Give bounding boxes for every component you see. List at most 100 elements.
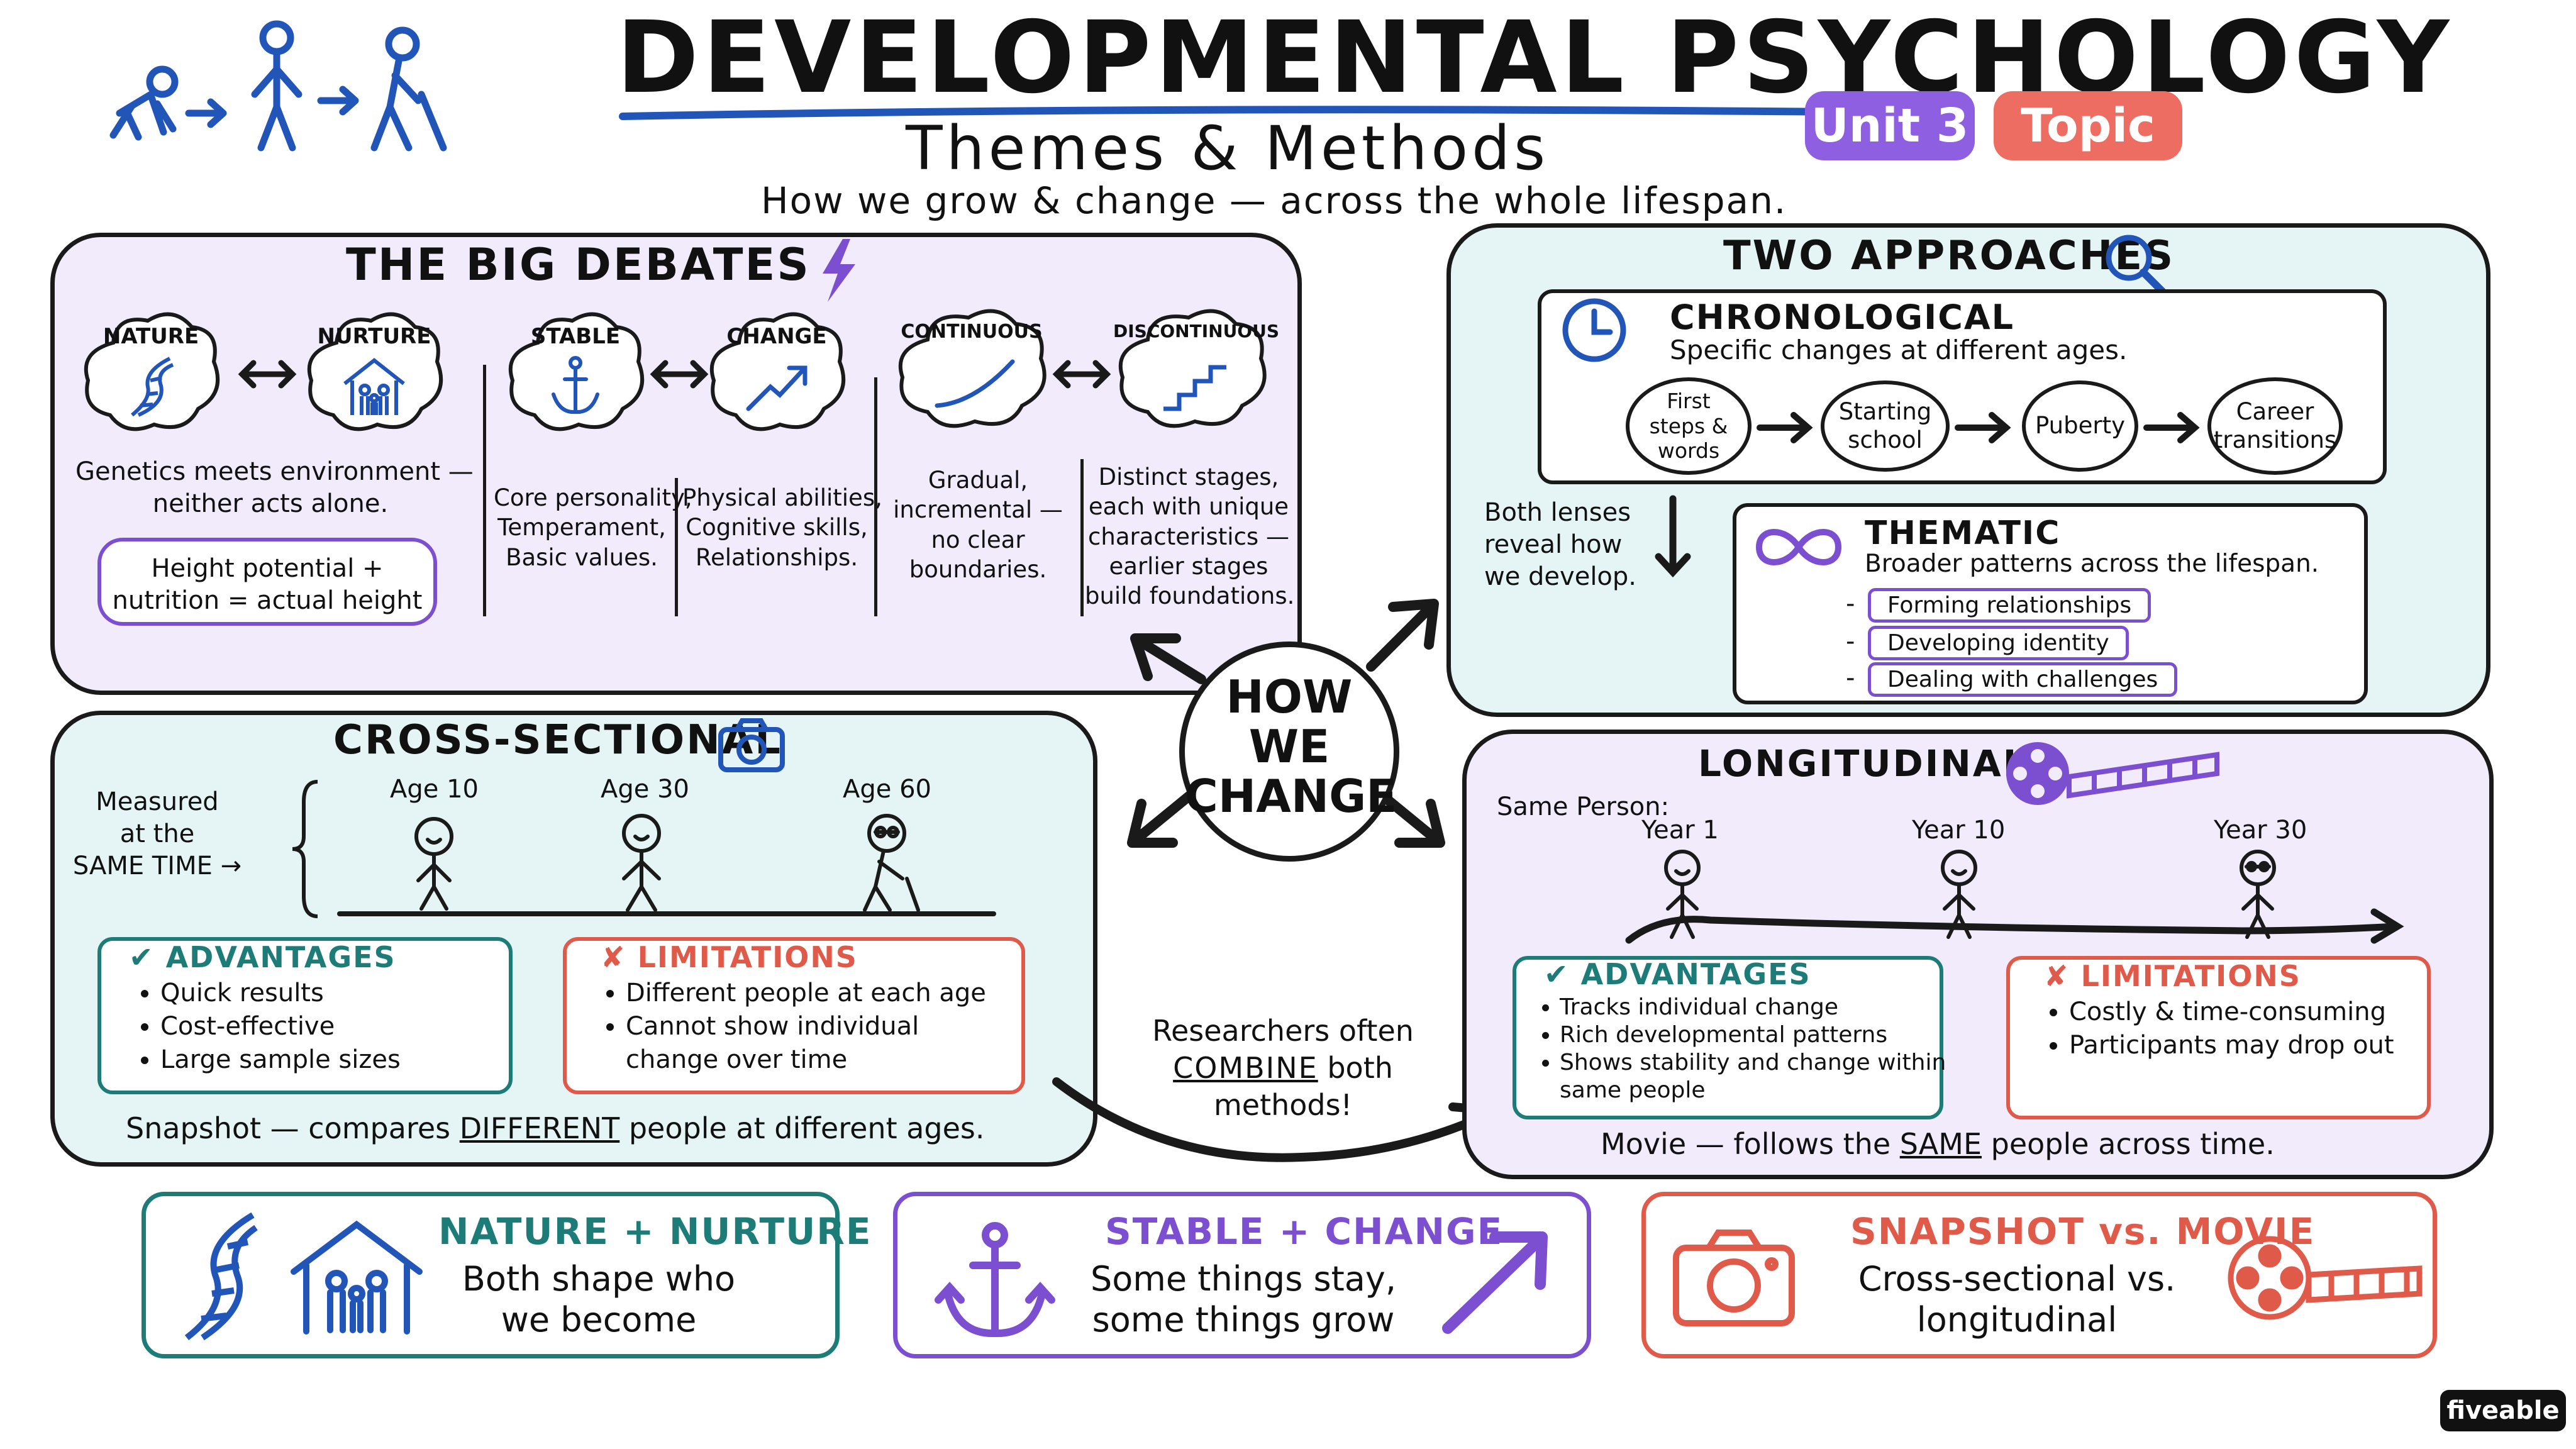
bullet-dash: - bbox=[1846, 589, 1855, 618]
long-limitations-box bbox=[2006, 956, 2431, 1119]
nature-label: NATURE bbox=[103, 324, 199, 349]
year-label: Year 1 bbox=[1641, 816, 1719, 845]
change-label: CHANGE bbox=[726, 324, 827, 349]
smooth-curve-icon bbox=[935, 359, 1015, 408]
stable-change-arrow bbox=[650, 360, 709, 389]
two-approaches-title: TWO APPROACHES bbox=[1723, 233, 2175, 279]
family-house-icon bbox=[291, 1220, 423, 1335]
title-underline bbox=[619, 106, 1840, 120]
height-example-callout: Height potential +nutrition = actual hei… bbox=[97, 538, 437, 626]
longitudinal-footer: Movie — follows the SAME people across t… bbox=[1601, 1127, 2275, 1161]
nurture-cloud: NURTURE bbox=[302, 305, 447, 437]
infinity-icon bbox=[1755, 529, 1842, 565]
continuous-discontinuous-arrow bbox=[1052, 360, 1111, 389]
cross-advantages-list: Quick results Cost-effective Large sampl… bbox=[135, 977, 401, 1077]
nurture-label: NURTURE bbox=[317, 324, 431, 349]
anchor-icon bbox=[552, 356, 599, 414]
change-desc: Physical abilities,Cognitive skills,Rela… bbox=[682, 484, 882, 571]
page-tagline: How we grow & change — across the whole … bbox=[761, 179, 1787, 222]
down-arrow bbox=[1655, 495, 1691, 578]
nature-cloud: NATURE bbox=[79, 305, 223, 437]
age-label: Age 10 bbox=[390, 775, 479, 804]
cross-advantages-box bbox=[97, 937, 513, 1094]
dna-icon bbox=[131, 357, 174, 417]
long-advantages-list: Tracks individual change Rich developmen… bbox=[1535, 994, 1950, 1104]
page-subtitle: Themes & Methods bbox=[906, 113, 1550, 184]
brace bbox=[292, 780, 318, 918]
theme-tag: Developing identity bbox=[1868, 626, 2129, 660]
bullet-dash: - bbox=[1846, 627, 1855, 656]
stable-cloud: STABLE bbox=[503, 305, 648, 437]
chronological-title: CHRONOLOGICAL bbox=[1670, 297, 2015, 337]
summary-text: Some things stay,some things grow bbox=[1090, 1259, 1397, 1340]
big-debates-title: THE BIG DEBATES bbox=[346, 239, 811, 291]
cross-limitations-title: ✘ LIMITATIONS bbox=[601, 940, 858, 974]
family-house-icon bbox=[343, 358, 405, 415]
theme-tag: Dealing with challenges bbox=[1868, 662, 2178, 697]
cross-sectional-title: CROSS-SECTIONAL bbox=[333, 717, 783, 763]
same-person-timeline bbox=[1625, 850, 2404, 944]
bullet-dash: - bbox=[1846, 663, 1855, 692]
lightning-icon bbox=[823, 239, 855, 302]
change-cloud: CHANGE bbox=[704, 305, 849, 437]
summary-stable-change: STABLE + CHANGE Some things stay,some th… bbox=[893, 1192, 1591, 1358]
camera-icon bbox=[1673, 1230, 1795, 1326]
unit-badge[interactable]: Unit 3 bbox=[1805, 91, 1975, 160]
continuous-cloud: CONTINUOUS bbox=[893, 302, 1050, 434]
fiveable-logo[interactable]: fiveable bbox=[2440, 1390, 2566, 1431]
divider bbox=[1080, 459, 1084, 616]
milestone-puberty: Puberty bbox=[2022, 380, 2138, 472]
summary-title: STABLE + CHANGE bbox=[1105, 1210, 1504, 1253]
anchor-icon bbox=[935, 1222, 1055, 1338]
dna-icon bbox=[184, 1212, 258, 1341]
long-advantages-title: ✔ ADVANTAGES bbox=[1544, 957, 1811, 991]
people-age-figures bbox=[337, 814, 996, 916]
divider bbox=[874, 377, 877, 616]
timeline-arrow bbox=[2143, 412, 2200, 443]
thematic-desc: Broader patterns across the lifespan. bbox=[1865, 550, 2319, 578]
clock-icon bbox=[1562, 298, 1626, 362]
combine-arrow bbox=[1052, 1077, 1501, 1162]
cross-limitations-list: Different people at each age Cannot show… bbox=[601, 977, 986, 1077]
year-label: Year 30 bbox=[2214, 816, 2307, 845]
timeline-arrow bbox=[1757, 412, 1813, 443]
summary-title: SNAPSHOT vs. MOVIE bbox=[1850, 1210, 2316, 1253]
thematic-title: THEMATIC bbox=[1865, 514, 2061, 552]
film-reel-icon bbox=[2228, 1236, 2423, 1320]
topic-badge[interactable]: Topic 3.1 bbox=[1994, 91, 2182, 222]
timeline-arrow bbox=[1955, 412, 2011, 443]
longitudinal-title: LONGITUDINAL bbox=[1698, 742, 2028, 785]
cross-advantages-title: ✔ ADVANTAGES bbox=[129, 940, 396, 974]
trend-up-icon bbox=[746, 365, 808, 411]
stairs-icon bbox=[1163, 365, 1226, 411]
theme-tag: Forming relationships bbox=[1868, 588, 2151, 623]
discontinuous-label: DISCONTINUOUS bbox=[1113, 321, 1280, 341]
summary-text: Cross-sectional vs.longitudinal bbox=[1858, 1259, 2176, 1340]
summary-title: NATURE + NURTURE bbox=[438, 1210, 872, 1253]
summary-snapshot-movie: SNAPSHOT vs. MOVIE Cross-sectional vs.lo… bbox=[1641, 1192, 2437, 1358]
nature-nurture-arrow bbox=[238, 360, 297, 389]
age-label: Age 30 bbox=[601, 775, 689, 804]
long-limitations-title: ✘ LIMITATIONS bbox=[2044, 959, 2301, 993]
age-label: Age 60 bbox=[843, 775, 931, 804]
divider bbox=[483, 365, 486, 616]
chronological-desc: Specific changes at different ages. bbox=[1670, 335, 2128, 365]
film-reel-icon bbox=[2006, 742, 2219, 805]
cross-sectional-footer: Snapshot — compares DIFFERENT people at … bbox=[126, 1111, 985, 1145]
nature-nurture-desc: Genetics meets environment —neither acts… bbox=[75, 457, 474, 519]
cross-limitations-box bbox=[563, 937, 1025, 1094]
stable-desc: Core personality,Temperament,Basic value… bbox=[494, 484, 692, 571]
researchers-combine-note: Researchers often COMBINE both methods! bbox=[1152, 1014, 1414, 1122]
camera-icon bbox=[718, 718, 785, 772]
year-label: Year 10 bbox=[1912, 816, 2006, 845]
continuous-label: CONTINUOUS bbox=[901, 321, 1043, 343]
